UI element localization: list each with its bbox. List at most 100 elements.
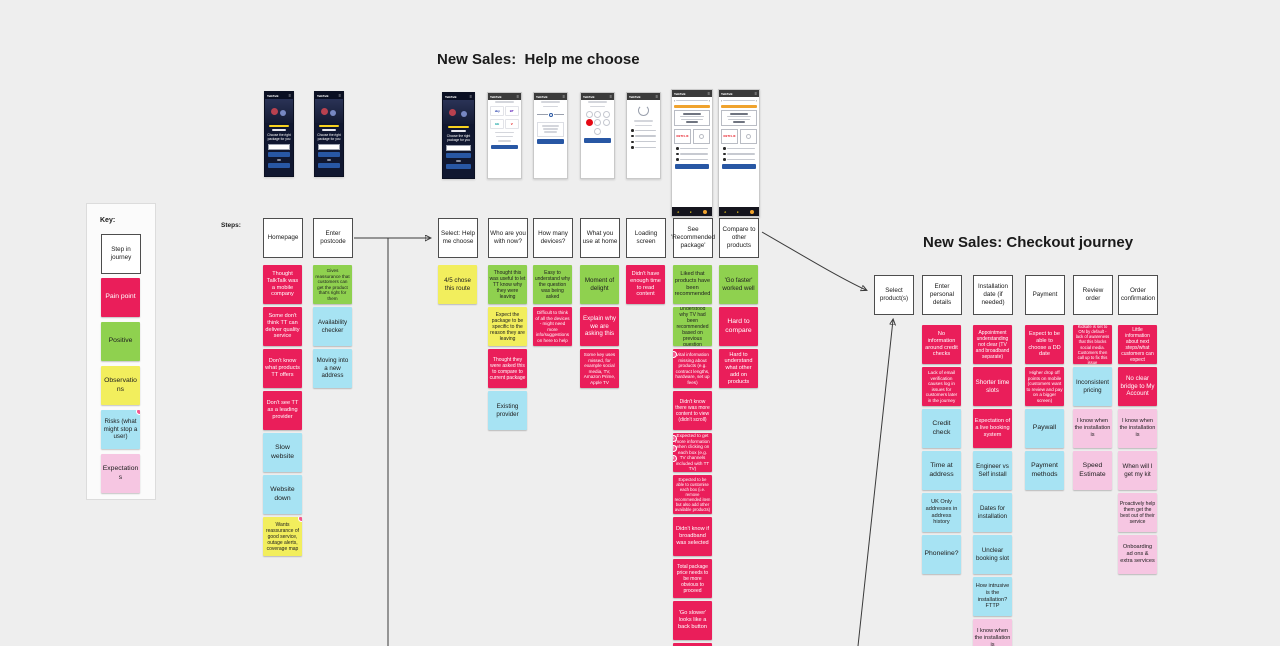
primary-button[interactable] [318,152,340,157]
step-box[interactable]: Order confirmation [1118,275,1158,315]
key-step-box[interactable]: Step in journey [101,234,141,274]
bt-logo[interactable]: BT [504,105,519,116]
sticky-note-positive[interactable]: 'Go faster' worked well [719,265,758,304]
comment-badge[interactable]: 1 [673,435,677,442]
primary-button[interactable] [446,153,471,158]
continue-button[interactable] [491,144,518,150]
usage-icon[interactable] [594,127,601,135]
sky-logo[interactable]: sky [490,105,505,116]
sticky-note-pain[interactable]: 'Go slower' looks like a back button [673,601,712,640]
chevron-left-icon[interactable]: ‹ [674,97,676,103]
comment-badge[interactable]: 2 [673,445,677,452]
secondary-button[interactable] [268,163,290,168]
sticky-note-expectation[interactable]: I know when the installation is [1073,409,1112,448]
sticky-note-expectation[interactable]: I know when the installation is [1118,409,1157,448]
sticky-note-pain[interactable]: Explain why we are asking this [580,307,619,346]
sticky-note-pain[interactable]: Lack of email verification causes log in… [922,367,961,406]
sticky-note-pain[interactable]: Pain point [101,278,140,317]
sticky-note-pain[interactable]: Total package price needs to be more obv… [673,559,712,598]
phone-thumbnail-device-slider[interactable]: TalkTalk≡ [533,92,568,179]
step-box[interactable]: Installation date (if needed) [973,275,1013,315]
sticky-note-pain[interactable]: Expect to be able to choose a DD date [1025,325,1064,364]
sticky-note-positive[interactable]: Positive [101,322,140,361]
usage-icon[interactable] [602,119,610,127]
chevron-right-icon[interactable]: › [708,97,710,103]
postcode-input[interactable] [446,144,471,151]
package-card[interactable] [721,109,757,127]
sticky-note-risk[interactable]: Phoneline? [922,535,961,574]
comment-badge[interactable] [673,351,677,358]
next-button[interactable] [537,139,564,144]
netflix-icon[interactable] [585,119,593,127]
usage-icon[interactable] [594,119,601,127]
sticky-note-pain[interactable]: Don't see TT as a leading provider [263,391,302,430]
step-box[interactable]: Select product(s) [874,275,914,315]
step-box[interactable]: Payment [1025,275,1065,315]
comment-badge[interactable] [297,517,302,522]
sticky-note-observation[interactable]: Observations [101,366,140,405]
step-box[interactable]: Enter personal details [922,275,962,315]
sticky-note-positive[interactable]: Liked that products have been recommende… [673,265,712,304]
sticky-note-risk[interactable]: Engineer vs Self install [973,451,1012,490]
sticky-note-risk[interactable]: Moving into a new address [313,349,352,388]
step-box[interactable]: Enter postcode [313,218,353,258]
sticky-note-observation[interactable]: 4/5 chose this route [438,265,477,304]
primary-button[interactable] [268,152,290,157]
sticky-note-positive[interactable]: Understood why TV had been recommended b… [673,307,712,346]
sticky-note-expectation[interactable]: Speed Estimate [1073,451,1112,490]
sticky-note-risk[interactable]: How intrusive is the installation? FTTP [973,577,1012,616]
device-slider[interactable] [537,112,564,117]
sticky-note-pain[interactable]: Thought TalkTalk was a mobile company [263,265,302,304]
sticky-note-risk[interactable]: Time at address [922,451,961,490]
addon-box[interactable] [692,128,710,144]
sticky-note-risk[interactable]: Dates for installation [973,493,1012,532]
postcode-input[interactable] [318,143,340,150]
sticky-note-pain[interactable]: Expected to be able to customise each bo… [673,475,712,514]
step-box[interactable]: Compare to other products [719,218,759,258]
sticky-note-pain[interactable]: Shorter time slots [973,367,1012,406]
sticky-note-observation[interactable]: Expect the package to be specific to the… [488,307,527,346]
package-card[interactable] [674,109,710,127]
sticky-note-expectation[interactable]: I know when the installation is [973,619,1012,646]
addon-box[interactable] [739,128,757,144]
sticky-note-pain[interactable]: Appointment understanding not clear (TV … [973,325,1012,364]
sticky-note-risk[interactable]: Unclear booking slot [973,535,1012,574]
sign-up-button[interactable] [675,164,709,169]
step-box[interactable]: See 'Recommended package' [671,218,715,258]
step-box[interactable]: What you use at home [580,218,620,258]
sticky-note-pain[interactable]: Expected to get more information when cl… [673,433,712,472]
usage-icon[interactable] [594,110,601,118]
postcode-input[interactable] [268,143,290,150]
sticky-note-pain[interactable]: Some key uses missed, for example social… [580,349,619,388]
sticky-note-positive[interactable]: Gives reassurance that customers can get… [313,265,352,304]
sticky-note-pain[interactable]: Didn't know if broadband was selected [673,517,712,556]
sticky-note-pain[interactable]: Vital information missing about products… [673,349,712,388]
usage-icon[interactable] [602,110,610,118]
sticky-note-risk[interactable]: Slow website [263,433,302,472]
sticky-note-pain[interactable]: Didn't know there was more content to vi… [673,391,712,430]
slider-knob[interactable] [548,112,553,117]
chevron-left-icon[interactable]: ‹ [721,97,723,103]
sign-up-button[interactable] [722,164,756,169]
step-box[interactable]: Homepage [263,218,303,258]
sticky-note-pain[interactable]: No clear bridge to My Account [1118,367,1157,406]
phone-thumbnail-recommended-package[interactable]: TalkTalk≡‹›NETFLIX££ [671,89,713,217]
package-switcher[interactable]: ‹› [721,97,757,103]
next-button[interactable] [584,138,611,143]
sticky-note-pain[interactable]: Didn't have enough time to read content [626,265,665,304]
sticky-note-risk[interactable]: Paywall [1025,409,1064,448]
sticky-note-risk[interactable]: Payment methods [1025,451,1064,490]
usage-icon[interactable] [585,110,593,118]
step-box[interactable]: Review order [1073,275,1113,315]
step-box[interactable]: How many devices? [533,218,573,258]
ee-logo[interactable]: EE [490,118,505,129]
sticky-note-risk[interactable]: Inconsistent pricing [1073,367,1112,406]
phone-thumbnail-compare-packages[interactable]: TalkTalk≡‹›NETFLIX££ [718,89,760,217]
sticky-note-pain[interactable]: Kidsafe is set to ON by default - lack o… [1073,325,1112,364]
chevron-right-icon[interactable]: › [755,97,757,103]
phone-thumbnail-homepage-hero[interactable]: TalkTalk≡Choose the right package for yo… [314,91,344,177]
secondary-button[interactable] [446,164,471,169]
sticky-note-pain[interactable]: Hard to understand what other add on pro… [719,349,758,388]
sticky-note-pain[interactable]: Difficult to think of all the devices - … [533,307,572,346]
